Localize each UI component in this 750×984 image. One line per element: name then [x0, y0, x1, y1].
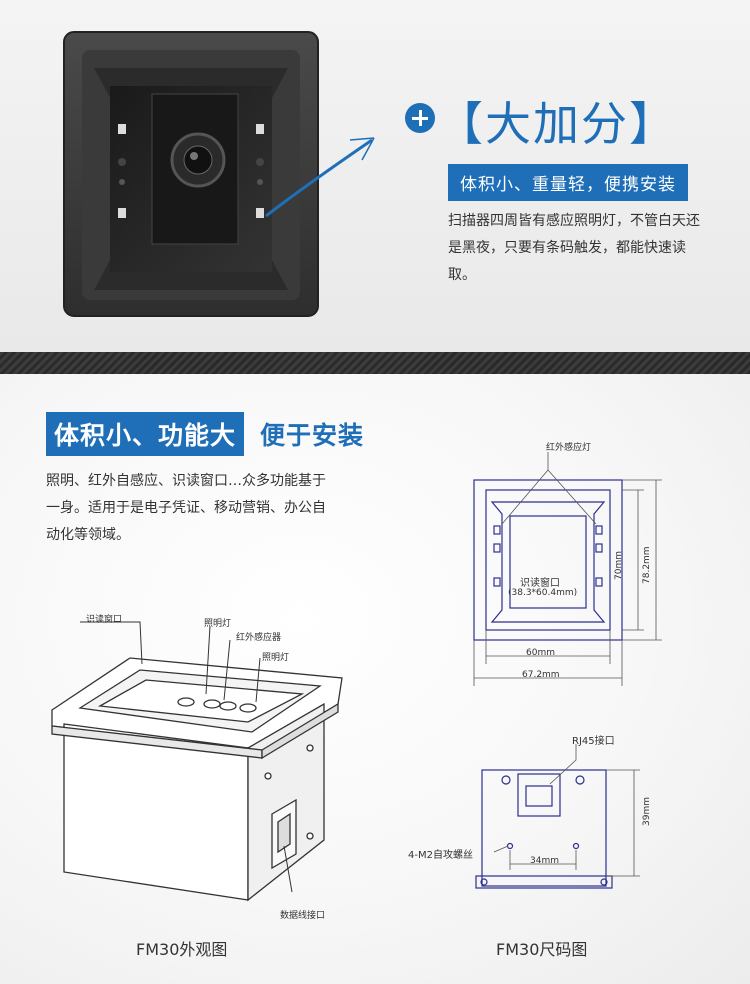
- dimension-drawing-top: [473, 452, 662, 686]
- label-light-1: 照明灯: [204, 619, 232, 629]
- dimension-caption: FM30尺码图: [496, 940, 588, 959]
- section-description: 照明、红外自感应、识读窗口…众多功能基于一身。适用于是电子凭证、移动营销、办公自…: [46, 473, 326, 543]
- section-heading-main: 体积小、功能大: [46, 412, 245, 456]
- label-data-port: 数据线接口: [280, 911, 326, 921]
- label-screw: 4-M2自攻螺丝: [408, 850, 473, 861]
- plus-circle-icon: [405, 103, 435, 133]
- label-light-2: 照明灯: [262, 653, 290, 663]
- label-ir-light: 红外感应灯: [546, 443, 592, 453]
- label-window-size: (38.3*60.4mm): [508, 588, 578, 598]
- label-width-outer: 67.2mm: [522, 670, 560, 680]
- label-window-dim: 识读窗口: [520, 578, 560, 589]
- section-heading-secondary: 便于安装: [260, 421, 365, 450]
- label-screw-spacing: 34mm: [530, 856, 559, 866]
- appearance-caption: FM30外观图: [136, 940, 228, 959]
- label-rj45: RJ45接口: [572, 736, 615, 747]
- label-window: 识读窗口: [86, 615, 123, 625]
- top-banner: 【大加分】 体积小、重量轻，便携安装 扫描器四周皆有感应照明灯，不管白天还是黑夜…: [0, 0, 750, 352]
- feature-title: 【大加分】: [437, 97, 677, 151]
- scanner-photo: [63, 31, 319, 317]
- appearance-drawing: [51, 621, 343, 902]
- pointer-arrow-icon: [265, 137, 375, 218]
- feature-subtitle: 体积小、重量轻，便携安装: [448, 164, 688, 201]
- section-divider: [0, 352, 750, 374]
- dimension-drawing-bottom: [475, 744, 640, 889]
- label-width-inner: 60mm: [526, 648, 555, 658]
- feature-description: 扫描器四周皆有感应照明灯，不管白天还是黑夜，只要有条码触发，都能快速读取。: [448, 213, 700, 283]
- label-depth: 39mm: [642, 797, 652, 826]
- label-height-inner: 70mm: [614, 551, 624, 580]
- label-height-outer: 78.2mm: [642, 546, 652, 584]
- label-ir-sensor: 红外感应器: [236, 633, 282, 643]
